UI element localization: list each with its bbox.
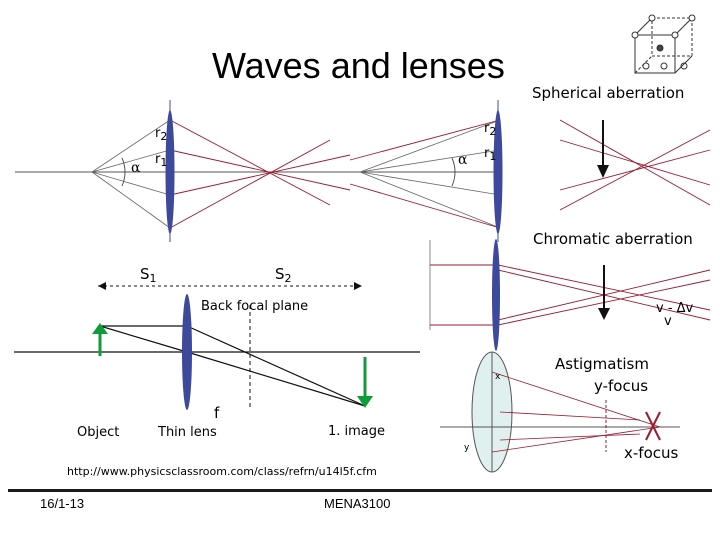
label-y-axis: y <box>464 443 470 453</box>
crystal-logo-icon <box>631 14 696 74</box>
astigmatism-diagram <box>440 351 680 473</box>
label-alpha-1: α <box>131 160 141 176</box>
label-s2: S2 <box>275 265 292 285</box>
footer-course: MENA3100 <box>324 496 391 511</box>
label-r1-left: r1 <box>155 152 168 169</box>
label-back-focal-plane: Back focal plane <box>201 299 309 314</box>
thin-lens-diagram <box>14 282 420 410</box>
label-y-focus: y-focus <box>594 377 649 395</box>
label-astigmatism: Astigmatism <box>555 355 649 373</box>
label-v-minus-dv: v - Δv <box>656 301 694 316</box>
label-thin-lens: Thin lens <box>158 425 217 440</box>
label-r2-left: r2 <box>155 126 168 143</box>
label-r2-right: r2 <box>484 121 497 138</box>
footer-divider <box>8 489 712 492</box>
source-url: http://www.physicsclassroom.com/class/re… <box>67 465 377 478</box>
label-object: Object <box>77 425 120 440</box>
label-chromatic-aberration: Chromatic aberration <box>533 230 693 248</box>
spherical-aberration-diagram <box>15 100 503 242</box>
label-x-focus: x-focus <box>624 444 679 462</box>
label-spherical-aberration: Spherical aberration <box>532 84 685 102</box>
label-v: v <box>664 314 672 329</box>
footer-date: 16/1-13 <box>40 496 85 511</box>
chromatic-aberration-diagram <box>429 239 711 351</box>
label-alpha-2: α <box>458 152 468 168</box>
label-image: 1. image <box>328 424 386 439</box>
label-r1-right: r1 <box>484 146 497 163</box>
label-f: f <box>214 404 220 422</box>
slide-title: Waves and lenses <box>212 45 505 86</box>
spherical-aberration-right <box>559 119 711 211</box>
label-x-axis: x <box>495 372 501 382</box>
label-s1: S1 <box>140 265 157 285</box>
